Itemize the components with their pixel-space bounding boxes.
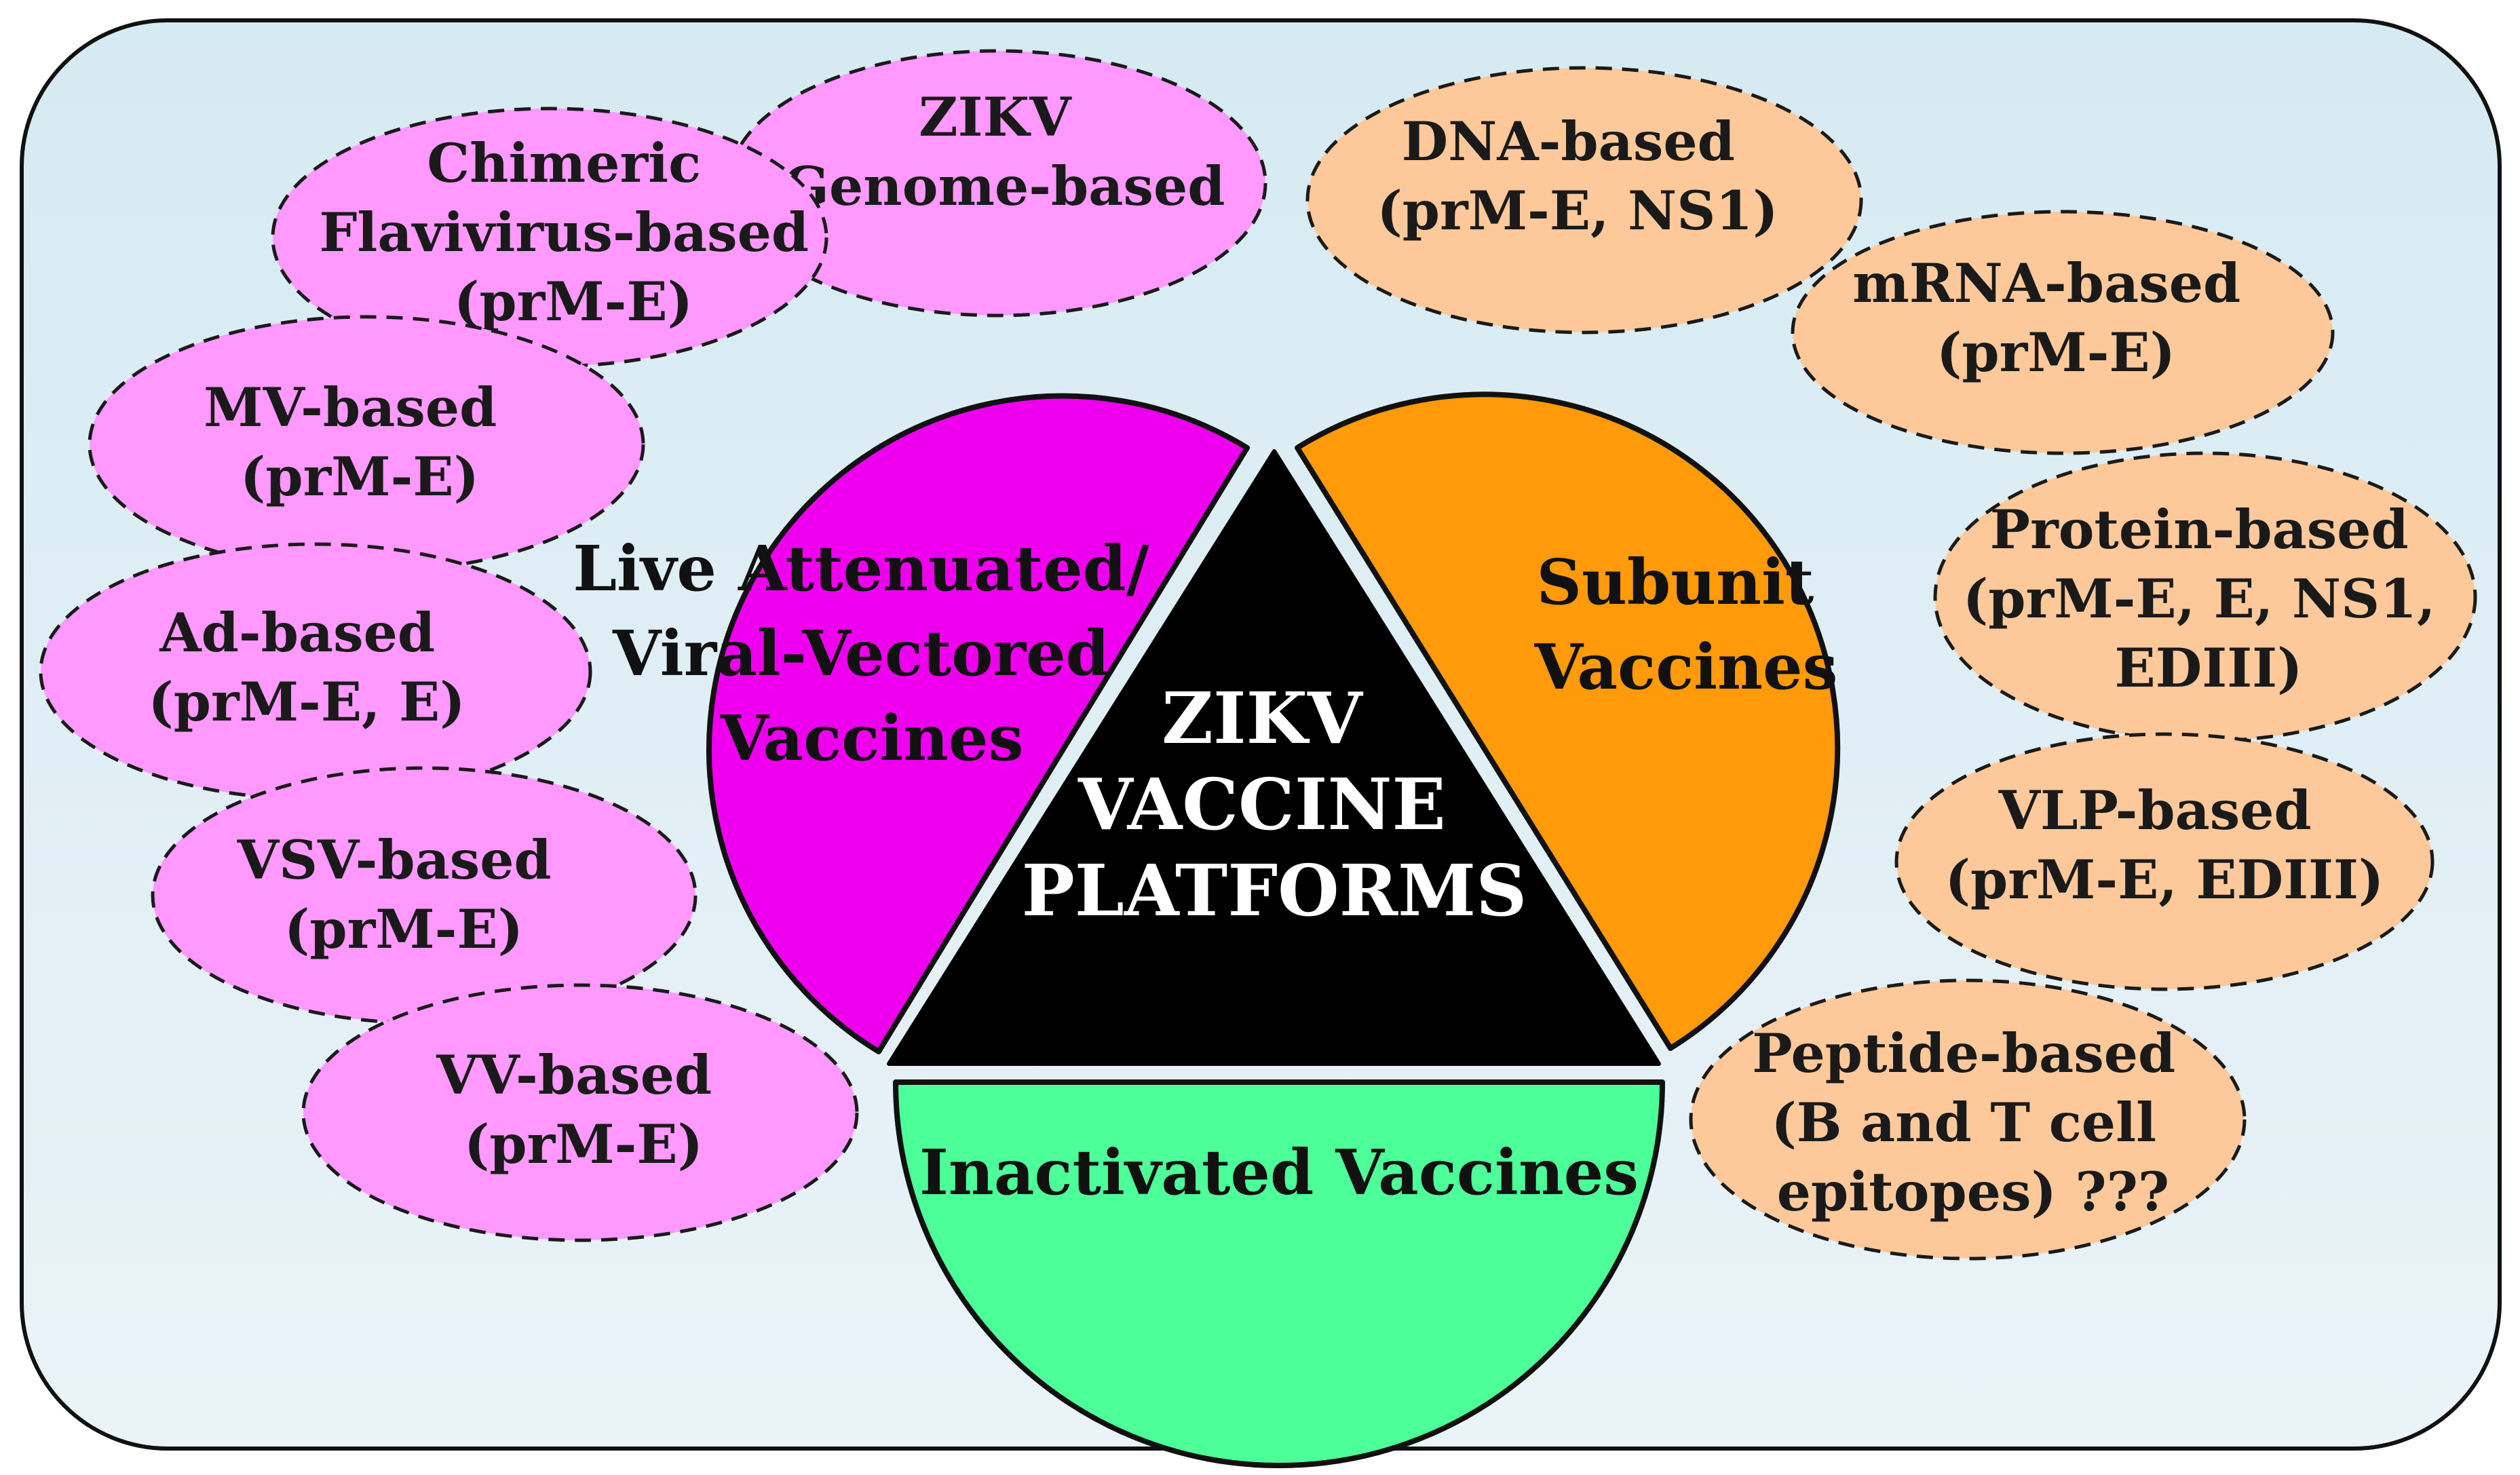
center-line-3: PLATFORMS	[1022, 849, 1527, 932]
svg-text:VSV-based (prM-E): VSV-based (prM-E)	[237, 828, 571, 961]
subunit-bubble-4-shape	[1894, 732, 2435, 991]
center-line-2: VACCINE	[1077, 763, 1446, 846]
live-bubble-4-line-2: (prM-E, E)	[148, 670, 465, 733]
live-attenuated-line-2: Viral-Vectored	[612, 617, 1109, 690]
live-bubble-2-line-1: Chimeric	[427, 132, 701, 195]
live-bubble-3-line-2: (prM-E)	[240, 445, 479, 508]
live-bubble-2: Chimeric Flavivirus-based (prM-E)	[271, 107, 828, 368]
subunit-bubble-3-line-2: (prM-E, E, NS1,	[1963, 567, 2436, 630]
live-bubble-1-line-1: ZIKV	[919, 85, 1072, 149]
inactivated-label: Inactivated Vaccines	[919, 1136, 1639, 1209]
svg-text:mRNA-based (prM-E): mRNA-based (prM-E)	[1852, 252, 2259, 384]
subunit-bubble-4-line-1: VLP-based	[1998, 779, 2312, 842]
subunit-bubble-1-shape	[1305, 66, 1863, 334]
svg-text:ZIKV Genome-based: ZIKV Genome-based	[784, 85, 1225, 218]
live-attenuated-label: Live Attenuated/ Viral-Vectored Vaccines	[573, 532, 1170, 775]
center-line-1: ZIKV	[1162, 676, 1364, 760]
subunit-bubble-3-line-1: Protein-based	[1990, 498, 2409, 561]
subunit-bubble-5-line-3: epitopes) ???	[1777, 1160, 2169, 1223]
svg-text:Ad-based (prM-E, E): Ad-based (prM-E, E)	[148, 601, 465, 733]
svg-text:VLP-based (prM-E, EDIII): VLP-based (prM-E, EDIII)	[1945, 779, 2384, 911]
svg-text:MV-based (prM-E): MV-based (prM-E)	[204, 376, 516, 508]
live-bubble-3: MV-based (prM-E)	[88, 315, 645, 574]
live-bubble-6-shape	[301, 983, 859, 1242]
center-triangle	[887, 449, 1661, 1066]
live-bubble-6-line-2: (prM-E)	[464, 1113, 703, 1176]
live-attenuated-segment	[706, 393, 1250, 1054]
live-bubble-3-shape	[88, 315, 645, 574]
inactivated-segment	[893, 1079, 1665, 1468]
subunit-line-2: Vaccines	[1534, 630, 1838, 704]
subunit-bubble-1: DNA-based (prM-E, NS1)	[1305, 66, 1863, 334]
live-bubble-1-line-2: Genome-based	[784, 155, 1225, 218]
subunit-bubble-1-line-2: (prM-E, NS1)	[1377, 179, 1778, 242]
subunit-bubble-2: mRNA-based (prM-E)	[1791, 210, 2335, 455]
subunit-bubble-5-line-1: Peptide-based	[1752, 1022, 2175, 1085]
subunit-bubble-2-line-2: (prM-E)	[1936, 321, 2175, 384]
subunit-bubble-4: VLP-based (prM-E, EDIII)	[1894, 732, 2435, 991]
live-bubble-6: VV-based (prM-E)	[301, 983, 859, 1242]
live-bubble-5: VSV-based (prM-E)	[151, 766, 698, 1025]
svg-text:Protein-based (prM-E, E,: Protein-based (prM-E, E, NS1, EDIII)	[1963, 498, 2454, 700]
svg-text:Peptide-based (B and T c: Peptide-based (B and T cell epitopes) ??…	[1752, 1022, 2194, 1223]
subunit-bubble-3-line-3: EDIII)	[2115, 636, 2303, 700]
subunit-bubble-5: Peptide-based (B and T cell epitopes) ??…	[1689, 978, 2247, 1261]
svg-text:Chimeric Flavivirus-base: Chimeric Flavivirus-based (prM-E)	[319, 132, 827, 333]
subunit-segment	[1295, 391, 1840, 1051]
live-attenuated-line-1: Live Attenuated/	[573, 532, 1149, 605]
live-bubble-6-line-1: VV-based	[436, 1043, 712, 1107]
center-label: ZIKV VACCINE PLATFORMS	[1022, 676, 1527, 932]
live-bubble-2-line-2: Flavivirus-based	[319, 201, 809, 264]
live-bubble-1: ZIKV Genome-based	[727, 49, 1267, 318]
svg-text:DNA-based (prM-E, NS1): DNA-based (prM-E, NS1)	[1377, 110, 1778, 242]
subunit-label: Subunit Vaccines	[1534, 545, 1838, 704]
subunit-bubble-3: Protein-based (prM-E, E, NS1, EDIII)	[1933, 451, 2477, 743]
subunit-bubble-5-shape	[1689, 978, 2247, 1261]
live-bubble-4: Ad-based (prM-E, E)	[39, 542, 592, 801]
subunit-bubble-1-line-1: DNA-based	[1402, 110, 1735, 173]
live-bubble-5-line-2: (prM-E)	[284, 898, 523, 961]
subunit-bubble-4-line-2: (prM-E, EDIII)	[1945, 848, 2384, 911]
subunit-bubble-2-line-1: mRNA-based	[1852, 252, 2240, 315]
live-bubble-5-line-1: VSV-based	[237, 828, 552, 892]
live-bubble-2-line-3: (prM-E)	[454, 270, 693, 333]
subunit-bubble-2-shape	[1791, 210, 2335, 455]
live-attenuated-line-3: Vaccines	[720, 702, 1024, 775]
subunit-bubble-5-line-2: (B and T cell	[1771, 1091, 2156, 1154]
svg-text:VV-based (prM-E): VV-based (prM-E)	[436, 1043, 731, 1176]
live-bubble-3-line-1: MV-based	[204, 376, 497, 439]
subunit-line-1: Subunit	[1537, 545, 1814, 619]
live-bubble-4-line-1: Ad-based	[159, 601, 435, 664]
